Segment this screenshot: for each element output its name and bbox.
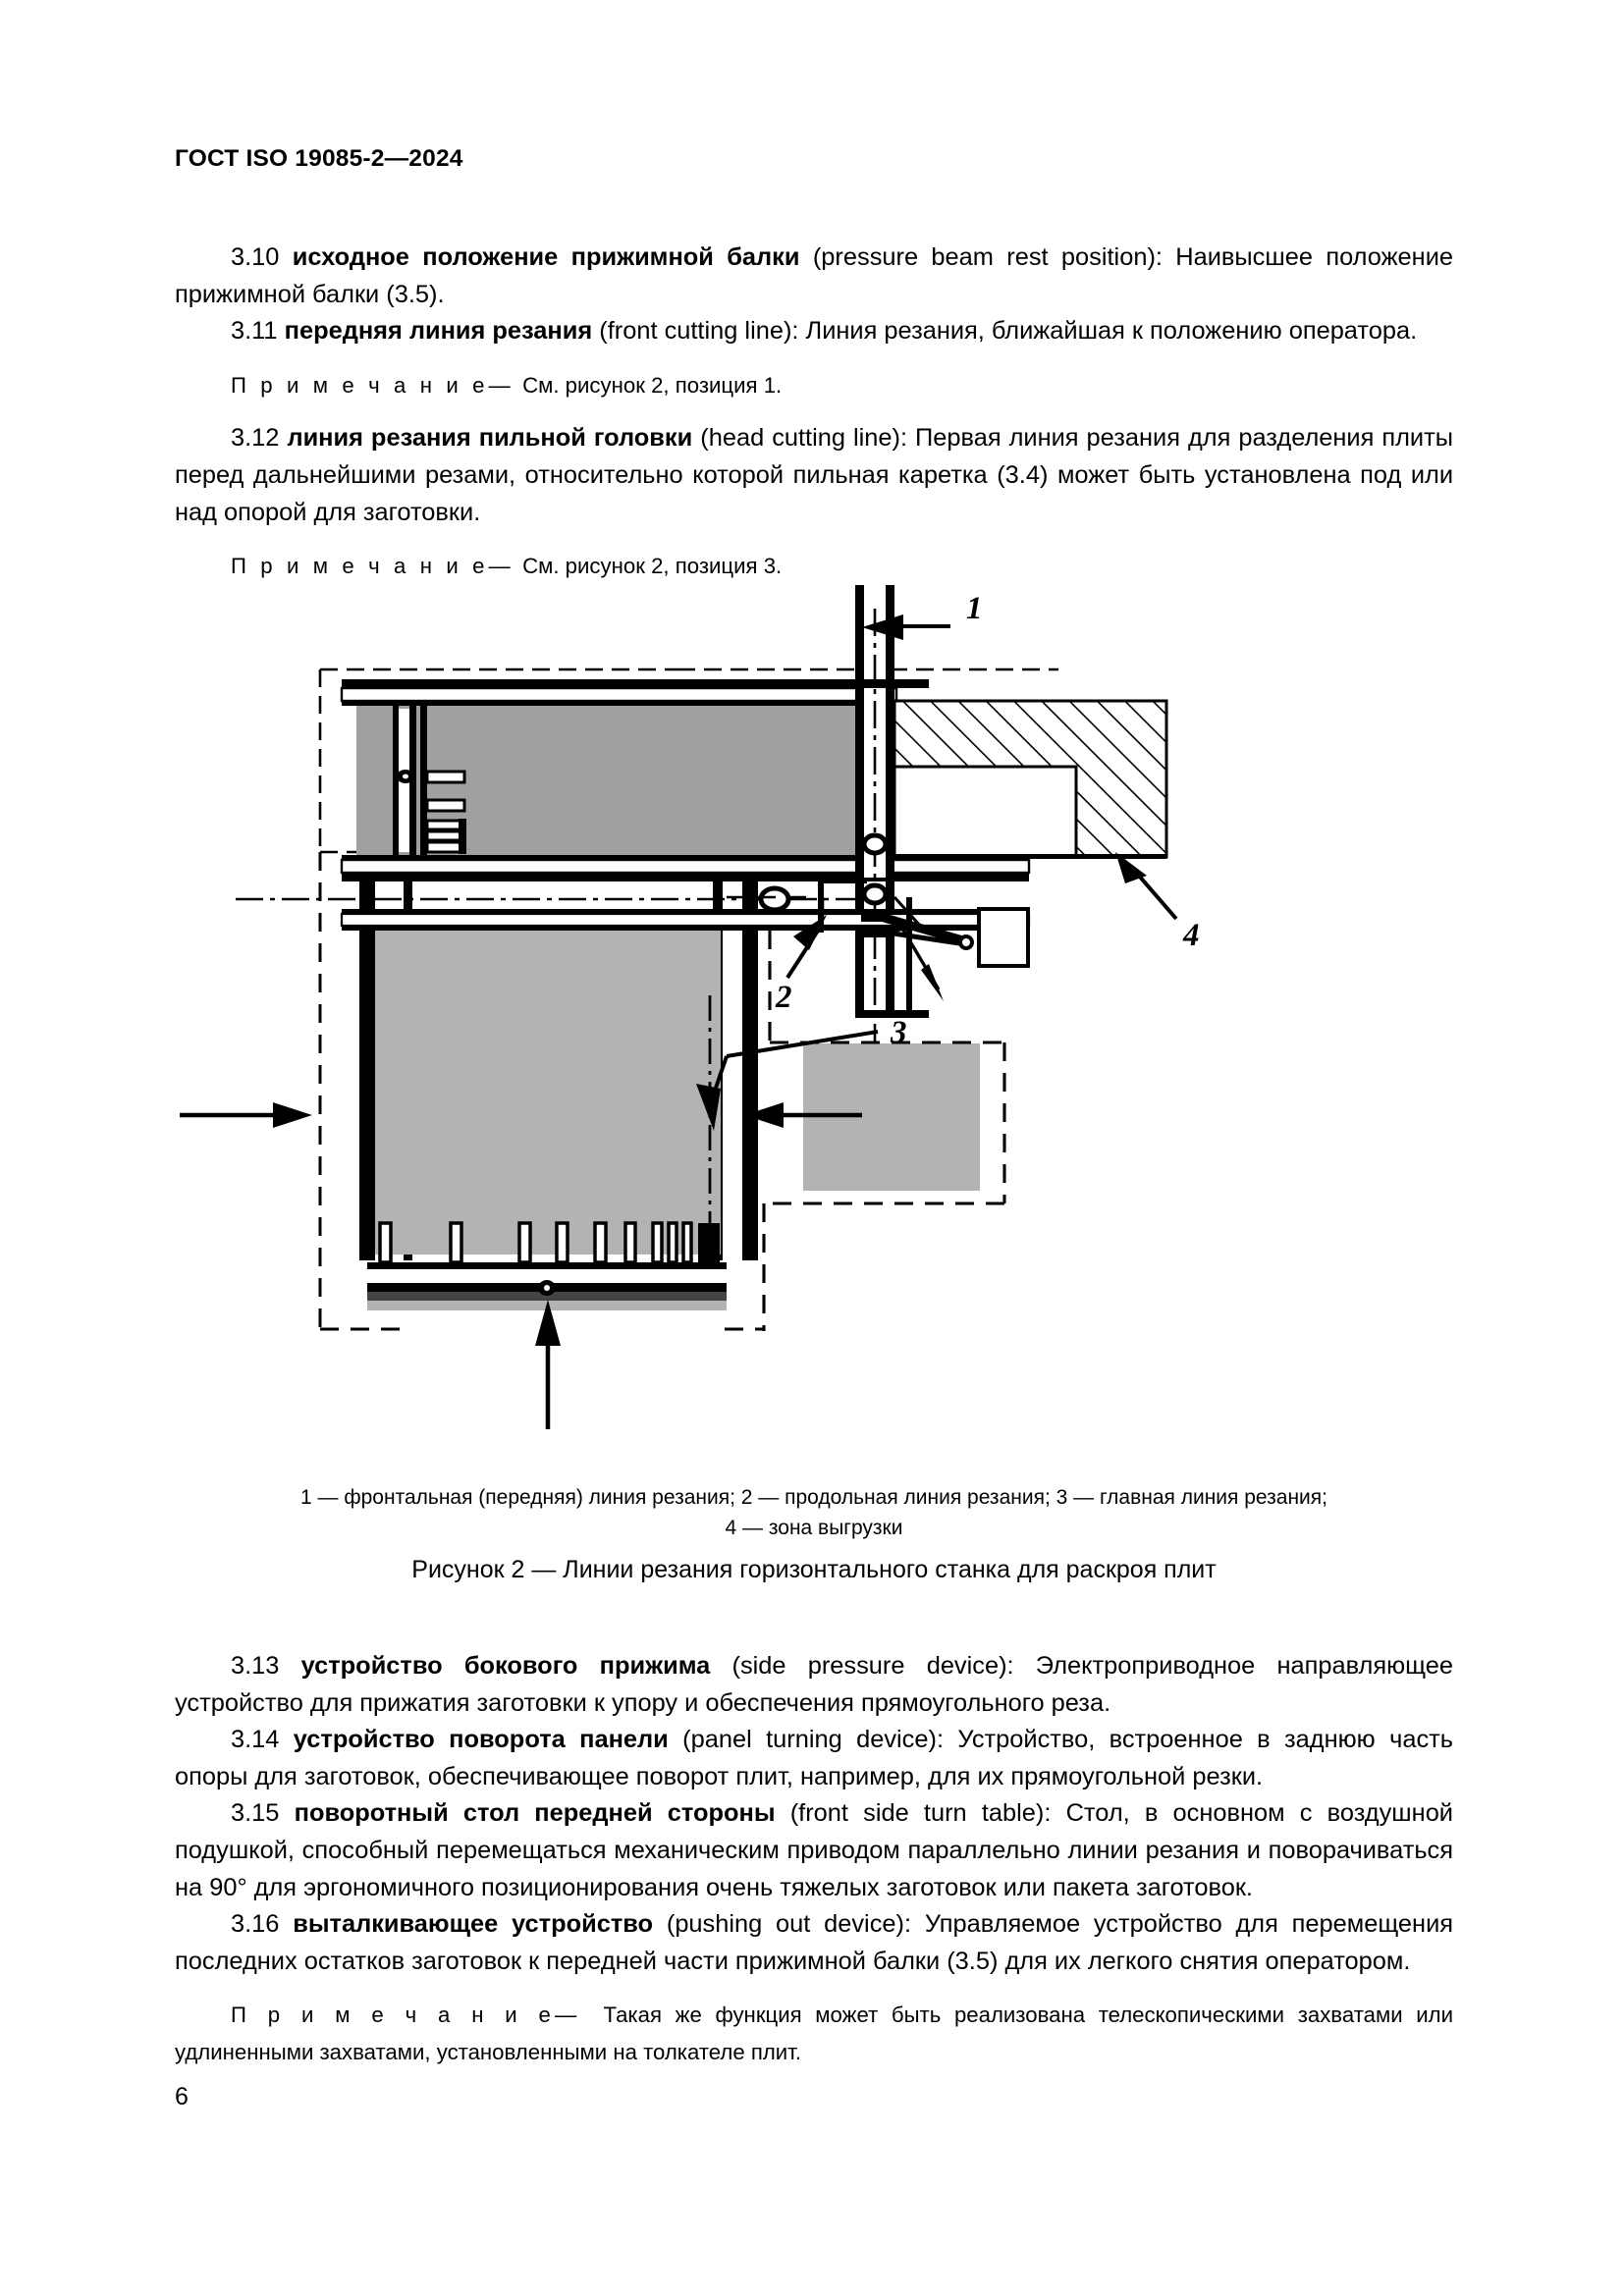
note-2: П р и м е ч а н и е— См. рисунок 2, пози… [175,548,1453,585]
spacer [175,403,1453,420]
figure-2-legend: 1 — фронтальная (передняя) линия резания… [175,1482,1453,1543]
unloading-zone-hatched [893,699,1168,859]
clause-3-14-english: (panel turning device) [682,1726,937,1754]
clause-3-16-english: (pushing out device) [666,1910,904,1939]
spacer [175,1980,1453,1997]
clause-3-13-term: устройство бокового прижима [300,1652,711,1680]
note-1-label: П р и м е ч а н и е [231,372,489,398]
clause-3-16: 3.16 выталкивающее устройство (pushing o… [175,1906,1453,1980]
clause-3-11-definition: : Линия резания, ближайшая к положению о… [791,317,1418,346]
clause-3-12-number: 3.12 [231,424,280,453]
clause-3-15-number: 3.15 [231,1799,280,1828]
note-3-text: Такая же функция может быть реализована … [175,2002,1453,2064]
feed-direction-arrows [180,1102,862,1429]
page-number: 6 [175,2083,189,2110]
note-3-dash: — [555,2002,577,2028]
figure-2: 1 2 3 4 [175,585,1453,1468]
clause-3-11: 3.11 передняя линия резания (front cutti… [175,313,1453,350]
machine-footprint-outline [318,852,764,1331]
clause-3-13-definition: : Электроприводное направляющее устройст… [175,1652,1453,1717]
clause-3-16-term: выталкивающее устройство [293,1910,654,1939]
clause-3-11-term: передняя линия резания [284,317,593,346]
spacer [175,350,1453,367]
callout-leaders [696,614,1178,1131]
clause-3-16-number: 3.16 [231,1910,280,1939]
clause-3-15-definition: : Стол, в основном с воздушной подушкой,… [175,1799,1453,1901]
note-2-label: П р и м е ч а н и е [231,554,489,579]
clause-3-12-english: (head cutting line) [700,424,900,453]
pressure-beam-assembly [340,679,1031,878]
clause-3-12-definition: : Первая линия резания для разделения пл… [175,424,1453,526]
clause-3-14-number: 3.14 [231,1726,280,1754]
clause-3-16-definition: : Управляемое устройство для перемещения… [175,1910,1454,1975]
spacer [175,531,1453,548]
figure-2-legend-line-2: 4 — зона выгрузки [725,1517,903,1539]
clause-block-top: 3.10 исходное положение прижимной балки … [175,240,1453,585]
callout-3-label: 3 [890,1015,907,1050]
figure-2-drawing: 1 2 3 4 [175,585,1453,1468]
callout-1-label: 1 [966,591,983,626]
note-2-dash: — [488,554,511,579]
clause-3-11-number: 3.11 [231,317,278,346]
note-1-text: См. рисунок 2, позиция 1. [522,372,783,398]
note-3-label: П р и м е ч а н и е [231,2002,555,2028]
note-2-text: См. рисунок 2, позиция 3. [522,554,783,579]
clause-3-10-definition: : Наивысшее положение прижимной балки (3… [175,243,1453,308]
clause-3-15-english: (front side turn table) [789,1799,1045,1828]
note-3: П р и м е ч а н и е— Такая же функция мо… [175,1997,1453,2070]
clause-3-10-number: 3.10 [231,243,280,271]
document-header: ГОСТ ISO 19085-2—2024 [175,145,463,172]
clause-3-12: 3.12 линия резания пильной головки (head… [175,420,1453,531]
clause-3-12-term: линия резания пильной головки [287,424,693,453]
clause-block-bottom: 3.13 устройство бокового прижима (side p… [175,1648,1453,2071]
main-workpiece-panel [367,931,727,1310]
clause-3-13-english: (side pressure device) [731,1652,1007,1680]
gripper-fingers [425,770,466,854]
clause-3-15-term: поворотный стол передней стороны [294,1799,776,1828]
clause-3-10-english: (pressure beam rest position) [812,243,1156,271]
clause-3-14: 3.14 устройство поворота панели (panel t… [175,1722,1453,1795]
actuator-mechanism [861,832,1030,1017]
figure-2-legend-line-1: 1 — фронтальная (передняя) линия резания… [299,1486,1327,1509]
clause-3-14-definition: : Устройство, встроенное в заднюю часть … [175,1726,1453,1790]
clause-3-13: 3.13 устройство бокового прижима (side p… [175,1648,1453,1722]
clause-3-11-english: (front cutting line) [599,317,792,346]
clause-3-10-term: исходное положение прижимной балки [292,243,800,271]
clause-3-10: 3.10 исходное положение прижимной балки … [175,240,1453,313]
note-1-dash: — [488,372,511,398]
figure-2-caption: Рисунок 2 — Линии резания горизонтальног… [411,1556,1217,1583]
clause-3-15: 3.15 поворотный стол передней стороны (f… [175,1795,1453,1906]
clause-3-14-term: устройство поворота панели [293,1726,669,1754]
panel-saw-cutting-lines-drawing: 1 2 3 4 [180,585,1200,1429]
clause-3-13-number: 3.13 [231,1652,280,1680]
note-1: П р и м е ч а н и е— См. рисунок 2, пози… [175,367,1453,404]
callout-2-label: 2 [775,980,792,1015]
lower-table-rails [236,878,1031,933]
callout-4-label: 4 [1182,918,1200,953]
